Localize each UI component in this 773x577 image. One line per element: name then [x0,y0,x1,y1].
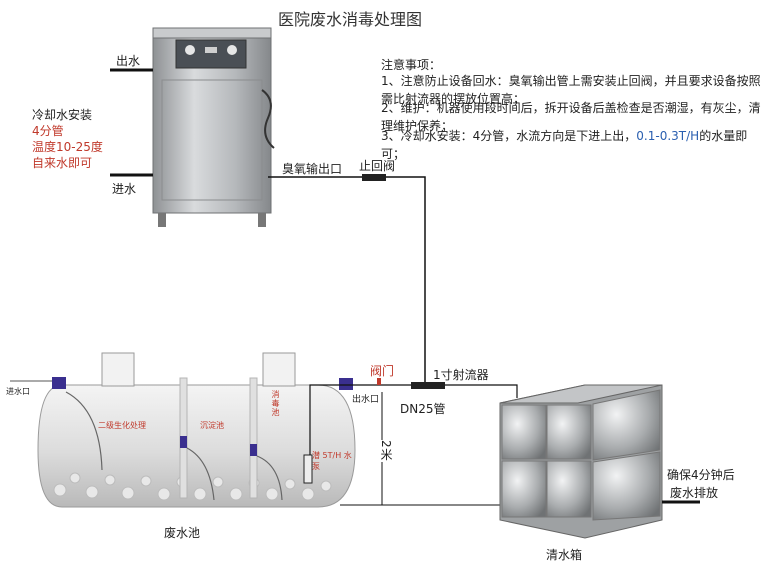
ejector-label: 1寸射流器 [433,368,489,382]
note-3-suffix: 的水量即可； [381,129,748,161]
note-2: 2、维护：机器使用段时间后，拆开设备后盖检查是否潮湿，有灰尘，清理维护保养； [381,101,761,133]
note-3-text: 3、冷却水安装：4分管，水流方向是下进上出， [381,129,637,143]
ozone-line [268,176,426,385]
ozone-generator [152,27,275,227]
clear-water-tank [499,384,663,539]
check-valve-label: 止回阀 [359,159,396,173]
clear-tank-label: 清水箱 [546,548,583,562]
discharge-note-1: 确保4分钟后 [667,468,735,482]
cooling-line-3: 自来水即可 [32,156,93,170]
wastewater-tank [10,352,356,508]
stage1-label: 二级生化处理 [98,421,146,430]
valve-mark [377,378,381,385]
stage3-label: 消毒池 [271,390,280,417]
generator-outlet-label: 出水 [116,54,141,68]
tank-inlet-label: 进水口 [6,387,30,396]
notes-heading: 注意事项： [381,58,442,72]
ozone-outlet-label: 臭氧输出口 [282,162,343,176]
generator-inlet-label: 进水 [112,182,137,196]
cooling-line-2: 温度10-25度 [32,140,103,154]
note-3: 3、冷却水安装：4分管，水流方向是下进上出，0.1-0.3T/H的水量即可； [381,127,771,163]
pipe-label: DN25管 [400,402,446,416]
stage2-label: 沉淀池 [200,421,224,430]
tank-outlet-label: 出水口 [352,395,380,405]
cooling-line-1: 4分管 [32,124,64,138]
cooling-title: 冷却水安装 [32,108,93,122]
pump-label: 潜 5T/H 水泵 [312,451,352,471]
check-valve [362,174,386,181]
note-1: 1、注意防止设备回水：臭氧输出管上需安装止回阀，并且要求设备按照需比射流器的摆放… [381,74,761,106]
ejector [411,382,445,389]
discharge-note-2: 废水排放 [670,486,719,500]
page-title: 医院废水消毒处理图 [278,10,423,29]
valve-label: 阀门 [370,364,395,378]
wastewater-tank-label: 废水池 [164,526,201,540]
note-3-highlight: 0.1-0.3T/H [636,129,700,143]
height-label: 2米 [378,440,395,462]
